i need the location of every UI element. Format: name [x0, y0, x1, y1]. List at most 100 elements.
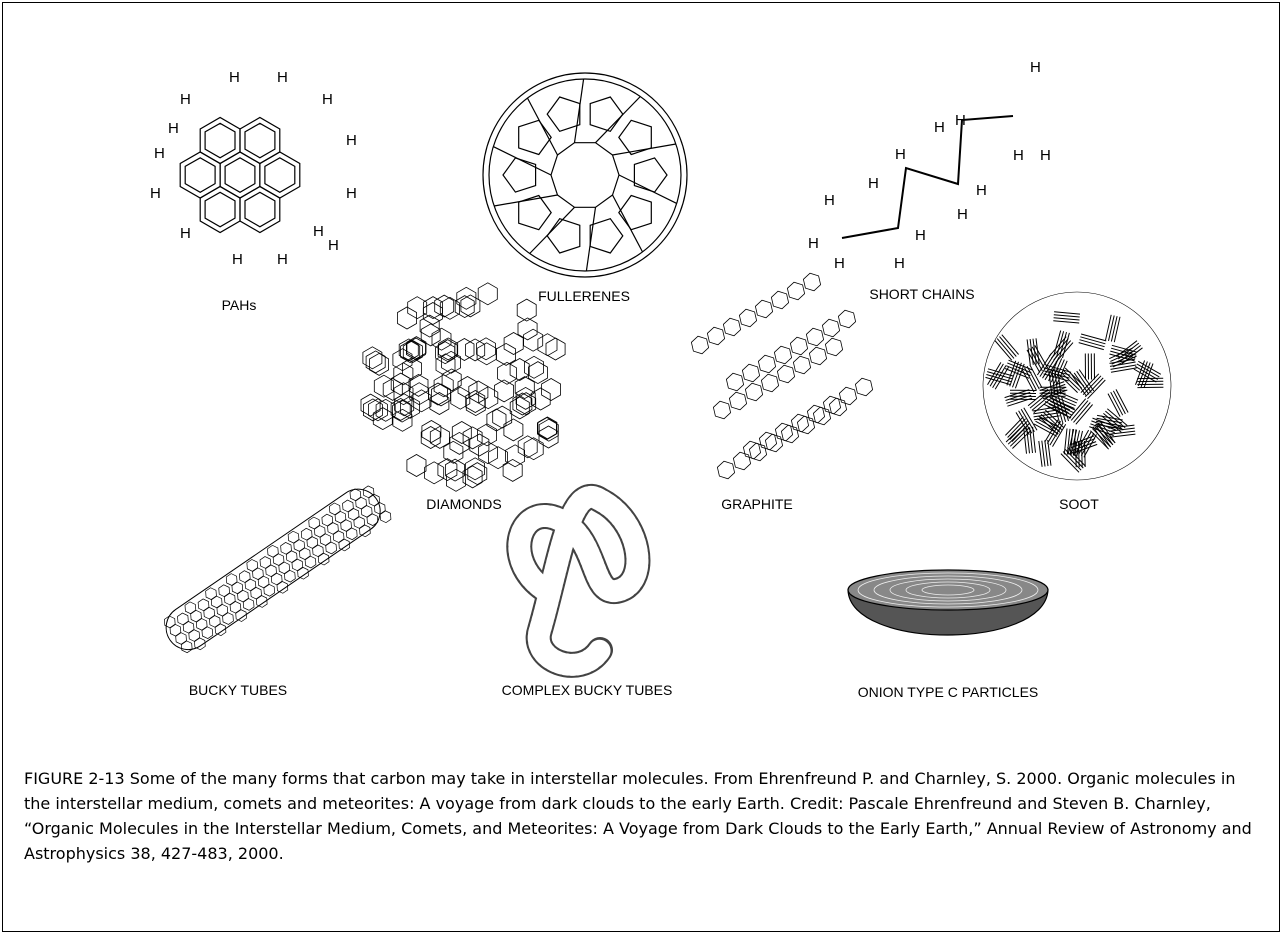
- hydrogen-atom: H: [834, 255, 845, 272]
- hydrogen-atom: H: [868, 175, 879, 192]
- label-onion-particles: ONION TYPE C PARTICLES: [858, 684, 1039, 700]
- short-chain-drawing: HHHHHHHHHHHHHH: [808, 59, 1051, 272]
- tube-cell: [318, 532, 334, 547]
- tube-cell: [271, 552, 287, 567]
- fullerene-edge: [596, 97, 641, 143]
- pah-ring-inner: [225, 158, 255, 193]
- graphite-cell: [691, 336, 708, 354]
- soot-line: [1081, 334, 1106, 341]
- hydrogen-atom: H: [895, 146, 906, 163]
- graphite-cell: [793, 356, 810, 374]
- tube-cell: [312, 524, 328, 539]
- hydrogen-atom: H: [1040, 147, 1051, 164]
- pah-ring: [240, 187, 280, 233]
- tube-cell: [297, 546, 313, 561]
- tube-cell: [261, 583, 277, 598]
- fullerene-face: [519, 120, 552, 154]
- diamond-cell: [432, 328, 451, 350]
- diamond-cell: [504, 419, 523, 441]
- fullerene-edge: [586, 207, 595, 271]
- graphite-cell: [829, 398, 846, 416]
- graphite-cell: [825, 338, 842, 356]
- soot-line: [1111, 316, 1117, 341]
- diamond-cell: [374, 375, 393, 397]
- graphite-cell: [733, 452, 750, 470]
- fullerene-edge: [494, 195, 557, 206]
- diamond-cell: [478, 283, 497, 305]
- soot-line: [1030, 339, 1033, 365]
- pah-ring-inner: [245, 192, 275, 227]
- hydrogen-atom: H: [313, 223, 324, 240]
- graphite-cell: [707, 327, 724, 345]
- tube-cell: [201, 605, 217, 620]
- soot-line: [1053, 321, 1079, 323]
- diamond-cell: [452, 422, 471, 444]
- tube-cell: [241, 597, 257, 612]
- diamond-cell: [421, 427, 440, 449]
- bucky-tube-body: [158, 479, 394, 661]
- graphite-cell: [781, 425, 798, 443]
- fullerene-edge: [530, 207, 575, 253]
- pah-ring: [180, 152, 220, 198]
- diamond-cell: [498, 362, 517, 384]
- hydrogen-atom: H: [168, 120, 179, 137]
- graphite-cell: [758, 355, 775, 373]
- hydrogen-atom: H: [955, 112, 966, 129]
- graphite-cell: [822, 319, 839, 337]
- fullerene-face: [547, 219, 580, 253]
- graphite-cell: [855, 378, 872, 396]
- label-soot: SOOT: [1059, 496, 1099, 512]
- diamond-cell: [407, 455, 426, 477]
- pah-ring: [200, 118, 240, 164]
- tube-cell: [179, 639, 195, 654]
- tube-cell: [258, 555, 274, 570]
- hydrogen-atom: H: [180, 225, 191, 242]
- soot-line: [1042, 441, 1045, 467]
- graphite-cell: [774, 346, 791, 364]
- graphite-cell: [806, 328, 823, 346]
- graphite-cell: [813, 407, 830, 425]
- tube-cell: [359, 504, 375, 519]
- complex-tube-cells: [519, 497, 637, 665]
- soot-line: [1074, 403, 1091, 423]
- figure-caption: FIGURE 2-13 Some of the many forms that …: [24, 766, 1260, 866]
- tube-cell: [319, 512, 335, 527]
- graphite-cell: [742, 364, 759, 382]
- graphite-cell: [803, 273, 820, 291]
- soot-line: [1109, 316, 1115, 341]
- tube-cell: [188, 608, 204, 623]
- label-pahs: PAHs: [222, 297, 257, 313]
- tube-cell: [224, 572, 240, 587]
- diamond-cell: [495, 380, 514, 402]
- soot-line: [1080, 337, 1105, 344]
- soot-line: [1045, 440, 1048, 466]
- soot-line: [1054, 312, 1080, 314]
- soot-line: [1039, 441, 1042, 467]
- hydrogen-atom: H: [277, 251, 288, 268]
- hydrogen-atom: H: [346, 185, 357, 202]
- diamond-cell: [366, 351, 385, 373]
- tube-cell: [269, 571, 285, 586]
- diamond-cell: [546, 338, 565, 360]
- fullerene-face: [634, 158, 667, 192]
- tube-cell: [243, 577, 259, 592]
- tube-cell: [304, 535, 320, 550]
- tube-cell: [228, 600, 244, 615]
- tube-cell: [295, 565, 311, 580]
- fullerene-edge: [575, 79, 584, 143]
- tube-cell: [235, 588, 251, 603]
- graphite-cell: [713, 401, 730, 419]
- diamond-cell: [538, 334, 557, 356]
- tube-cell: [199, 625, 215, 640]
- diamond-cell: [370, 353, 389, 375]
- label-bucky-tubes: BUCKY TUBES: [189, 682, 287, 698]
- tube-cell: [338, 518, 354, 533]
- hydrogen-atom: H: [346, 132, 357, 149]
- graphite-cell: [777, 365, 794, 383]
- fullerene-face: [590, 97, 623, 131]
- diamond-cell: [503, 459, 522, 481]
- tube-cell: [254, 594, 270, 609]
- fullerene-face: [547, 97, 580, 131]
- tube-cell: [222, 591, 238, 606]
- hydrogen-atom: H: [322, 91, 333, 108]
